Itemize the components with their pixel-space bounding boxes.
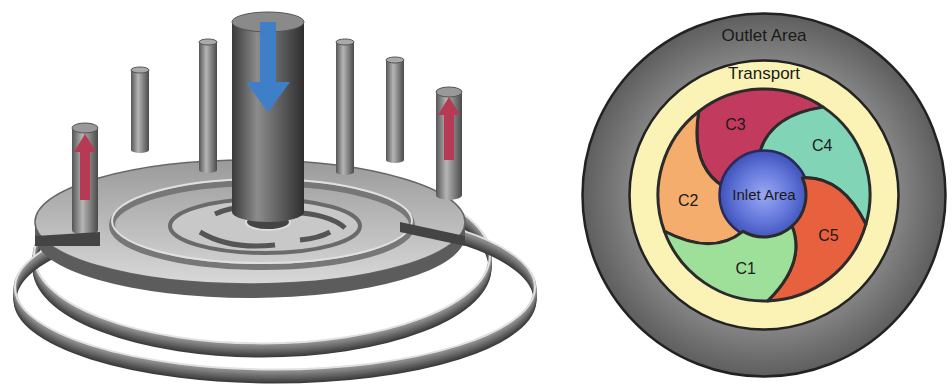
- area-label: Outlet Area: [722, 27, 807, 46]
- area-label: Inlet Area: [732, 187, 795, 204]
- area-label: C3: [725, 116, 745, 134]
- transport-ring: TransportC3C4C2 Inlet AreaC5C1: [628, 59, 900, 331]
- area-label: C5: [818, 227, 838, 245]
- area-label: C4: [812, 137, 832, 155]
- area-label: Transport: [728, 65, 800, 84]
- area-label: C2: [678, 192, 698, 210]
- reactor-illustration: [0, 0, 600, 391]
- area-label: C1: [735, 260, 755, 278]
- outlet-area-ring: Outlet AreaTransportC3C4C2 Inlet AreaC5C1: [581, 12, 947, 378]
